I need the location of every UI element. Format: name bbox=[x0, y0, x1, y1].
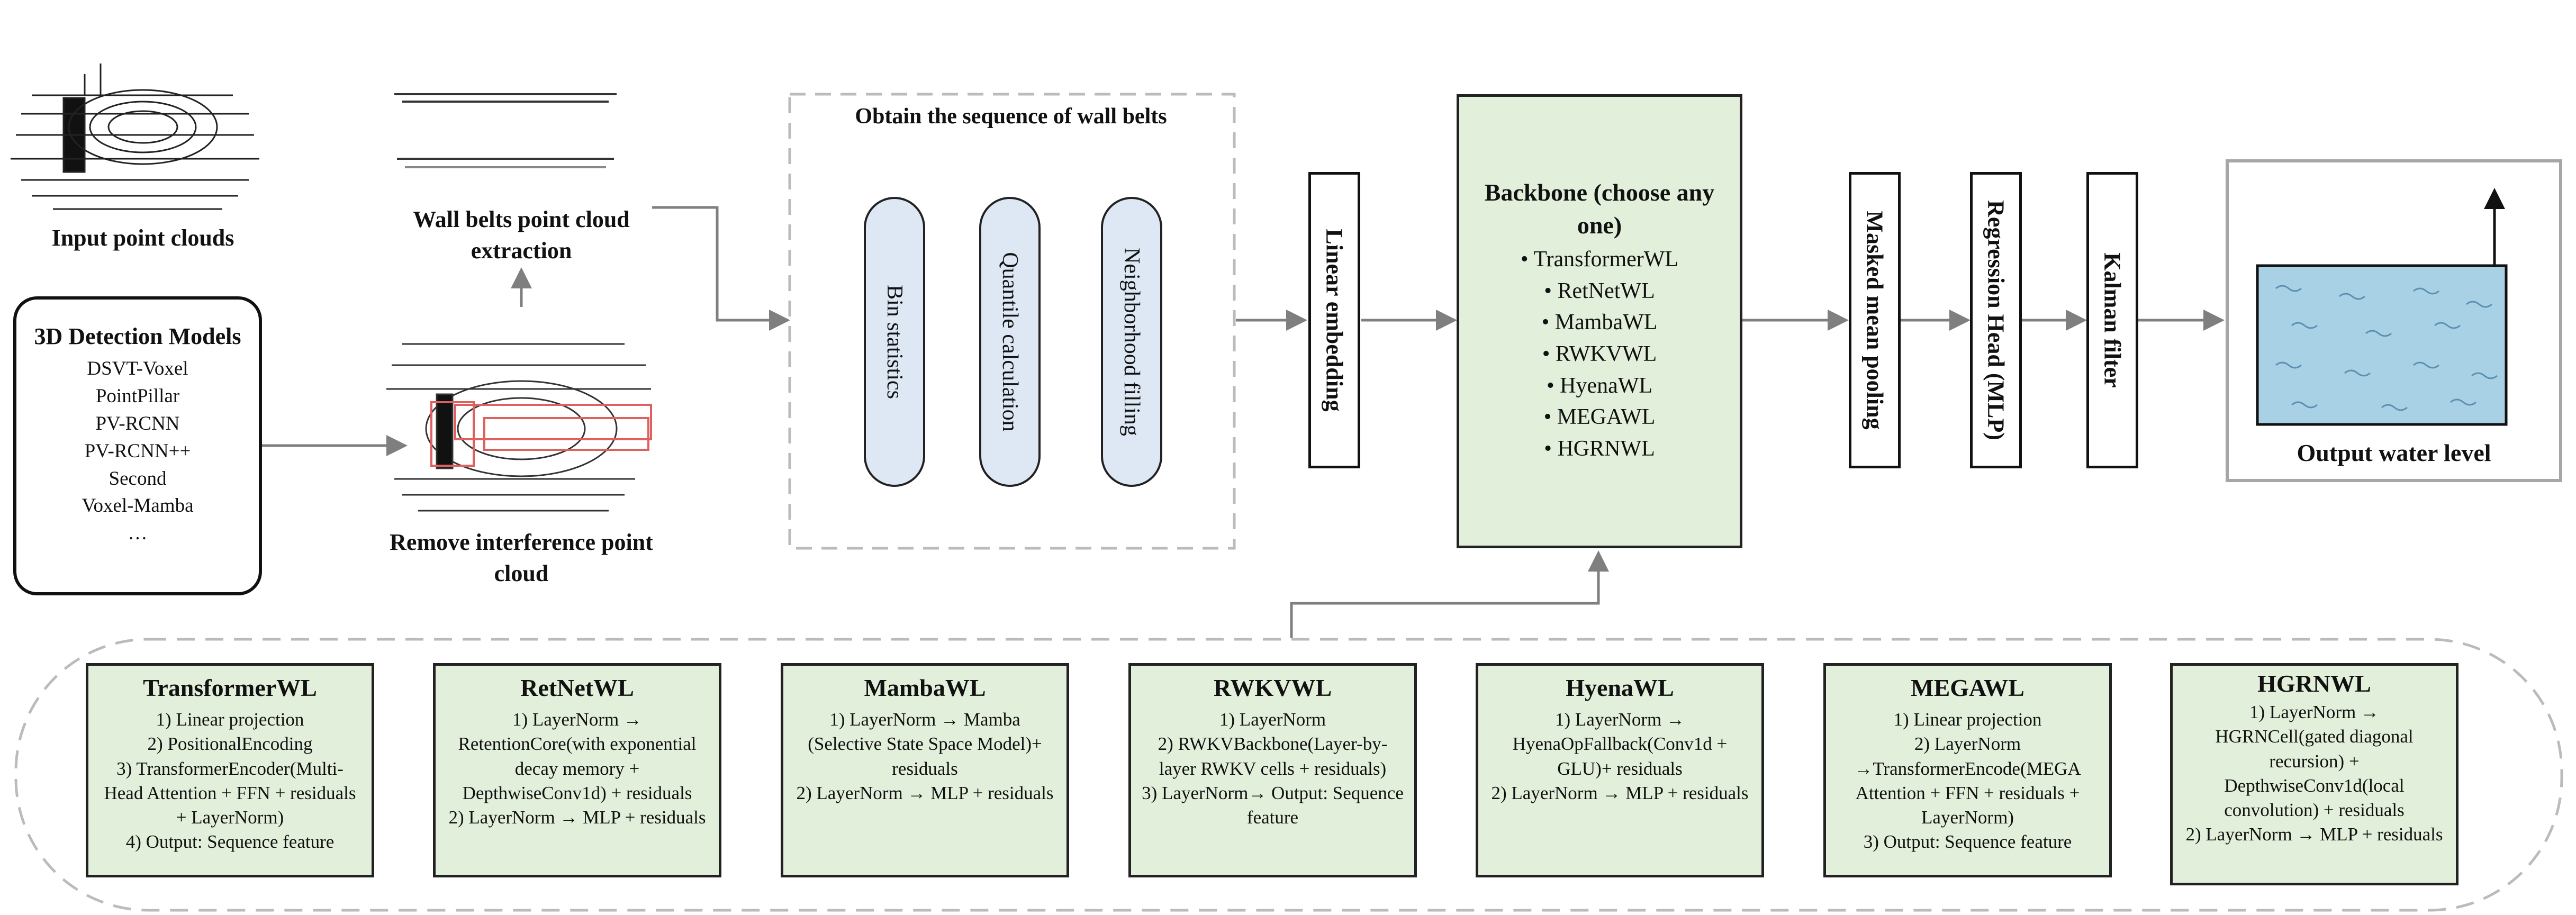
module-title: RetNetWL bbox=[520, 674, 634, 701]
output-water-level-label: Output water level bbox=[2297, 439, 2491, 466]
module-title: MEGAWL bbox=[1911, 674, 2024, 701]
kalman-filter-box: Kalman filter bbox=[2086, 172, 2138, 468]
detection-model-item: PointPillar bbox=[95, 385, 180, 407]
bin-statistics-label: Bin statistics bbox=[882, 285, 907, 399]
wall-belts-extraction-label: Wall belts point cloud extraction bbox=[413, 206, 630, 264]
bin-statistics-pill: Bin statistics bbox=[864, 197, 925, 487]
backbone-option: • HGRNWL bbox=[1544, 436, 1655, 461]
sequence-container bbox=[788, 93, 1236, 550]
backbone-option: • RWKVWL bbox=[1542, 342, 1657, 367]
module-description: 1) LayerNorm → HyenaOpFallback(Conv1d + … bbox=[1491, 709, 1749, 803]
detection-models-title: 3D Detection Models bbox=[34, 323, 241, 349]
linear-embedding-box: Linear embedding bbox=[1308, 172, 1360, 468]
module-card-hgrnwl: HGRNWL 1) LayerNorm → HGRNCell(gated dia… bbox=[2170, 663, 2459, 885]
quantile-calculation-pill: Quantile calculation bbox=[979, 197, 1041, 487]
detection-model-item: Second bbox=[109, 467, 167, 490]
arrow-extraction-to-sequence bbox=[652, 206, 790, 331]
detection-model-item: … bbox=[128, 522, 148, 545]
module-title: HGRNWL bbox=[2257, 670, 2371, 697]
detection-model-item: PV-RCNN bbox=[95, 412, 180, 434]
module-title: HyenaWL bbox=[1566, 674, 1674, 701]
neighborhood-filling-label: Neighborhood filling bbox=[1119, 248, 1144, 436]
module-title: MambaWL bbox=[864, 674, 986, 701]
module-description: 1) Linear projection 2) PositionalEncodi… bbox=[104, 709, 356, 853]
masked-mean-pooling-box: Masked mean pooling bbox=[1849, 172, 1901, 468]
module-title: RWKVWL bbox=[1213, 674, 1332, 701]
module-title: TransformerWL bbox=[143, 674, 317, 701]
quantile-calculation-label: Quantile calculation bbox=[998, 252, 1022, 432]
masked-mean-pooling-label: Masked mean pooling bbox=[1861, 211, 1888, 430]
module-description: 1) LayerNorm → RetentionCore(with expone… bbox=[448, 709, 706, 828]
backbone-title: Backbone (choose any one) bbox=[1484, 179, 1715, 239]
backbone-options: • TransformerWL • RetNetWL • MambaWL • R… bbox=[1459, 244, 1740, 465]
regression-head-box: Regression Head (MLP) bbox=[1970, 172, 2022, 468]
detection-model-item: PV-RCNN++ bbox=[84, 440, 191, 462]
detection-model-list: DSVT-Voxel PointPillar PV-RCNN PV-RCNN++… bbox=[16, 355, 259, 547]
water-tank bbox=[2256, 264, 2508, 426]
backbone-option: • HyenaWL bbox=[1546, 373, 1653, 398]
detection-model-item: DSVT-Voxel bbox=[87, 358, 188, 380]
remove-interference-label: Remove interference point cloud bbox=[390, 529, 653, 587]
backbone-option: • RetNetWL bbox=[1544, 278, 1655, 303]
water-ripples bbox=[2275, 285, 2498, 411]
linear-embedding-label: Linear embedding bbox=[1321, 229, 1348, 412]
backbone-option: • MEGAWL bbox=[1543, 405, 1656, 430]
module-description: 1) LayerNorm 2) RWKVBackbone(Layer-by-la… bbox=[1142, 709, 1404, 828]
module-details-container bbox=[14, 638, 2563, 912]
kalman-filter-label: Kalman filter bbox=[2099, 252, 2126, 388]
regression-head-label: Regression Head (MLP) bbox=[1983, 200, 2009, 440]
module-card-retnetwl: RetNetWL 1) LayerNorm → RetentionCore(wi… bbox=[433, 663, 721, 877]
backbone-box: Backbone (choose any one) • TransformerW… bbox=[1457, 94, 1742, 548]
module-card-mambawl: MambaWL 1) LayerNorm → Mamba (Selective … bbox=[781, 663, 1069, 877]
backbone-option: • MambaWL bbox=[1541, 310, 1658, 335]
input-point-cloud-image bbox=[11, 64, 259, 210]
arrow-modules-to-backbone bbox=[1290, 550, 1609, 638]
interference-point-cloud-image bbox=[386, 343, 652, 512]
input-point-clouds-label: Input point clouds bbox=[51, 225, 234, 251]
module-card-megawl: MEGAWL 1) Linear projection 2) LayerNorm… bbox=[1823, 663, 2112, 877]
module-card-rwkvwl: RWKVWL 1) LayerNorm 2) RWKVBackbone(Laye… bbox=[1128, 663, 1417, 877]
module-card-transformerwl: TransformerWL 1) Linear projection 2) Po… bbox=[86, 663, 374, 877]
wall-belt-image bbox=[394, 93, 617, 168]
detection-models-box: 3D Detection Models DSVT-Voxel PointPill… bbox=[13, 296, 262, 595]
module-description: 1) LayerNorm → Mamba (Selective State Sp… bbox=[796, 709, 1054, 803]
module-description: 1) LayerNorm → HGRNCell(gated diagonal r… bbox=[2185, 702, 2443, 845]
detection-model-item: Voxel-Mamba bbox=[82, 495, 194, 517]
neighborhood-filling-pill: Neighborhood filling bbox=[1101, 197, 1162, 487]
module-card-hyenawl: HyenaWL 1) LayerNorm → HyenaOpFallback(C… bbox=[1476, 663, 1764, 877]
sequence-title: Obtain the sequence of wall belts bbox=[855, 104, 1167, 129]
backbone-option: • TransformerWL bbox=[1520, 247, 1679, 272]
module-description: 1) Linear projection 2) LayerNorm →Trans… bbox=[1854, 709, 2081, 853]
